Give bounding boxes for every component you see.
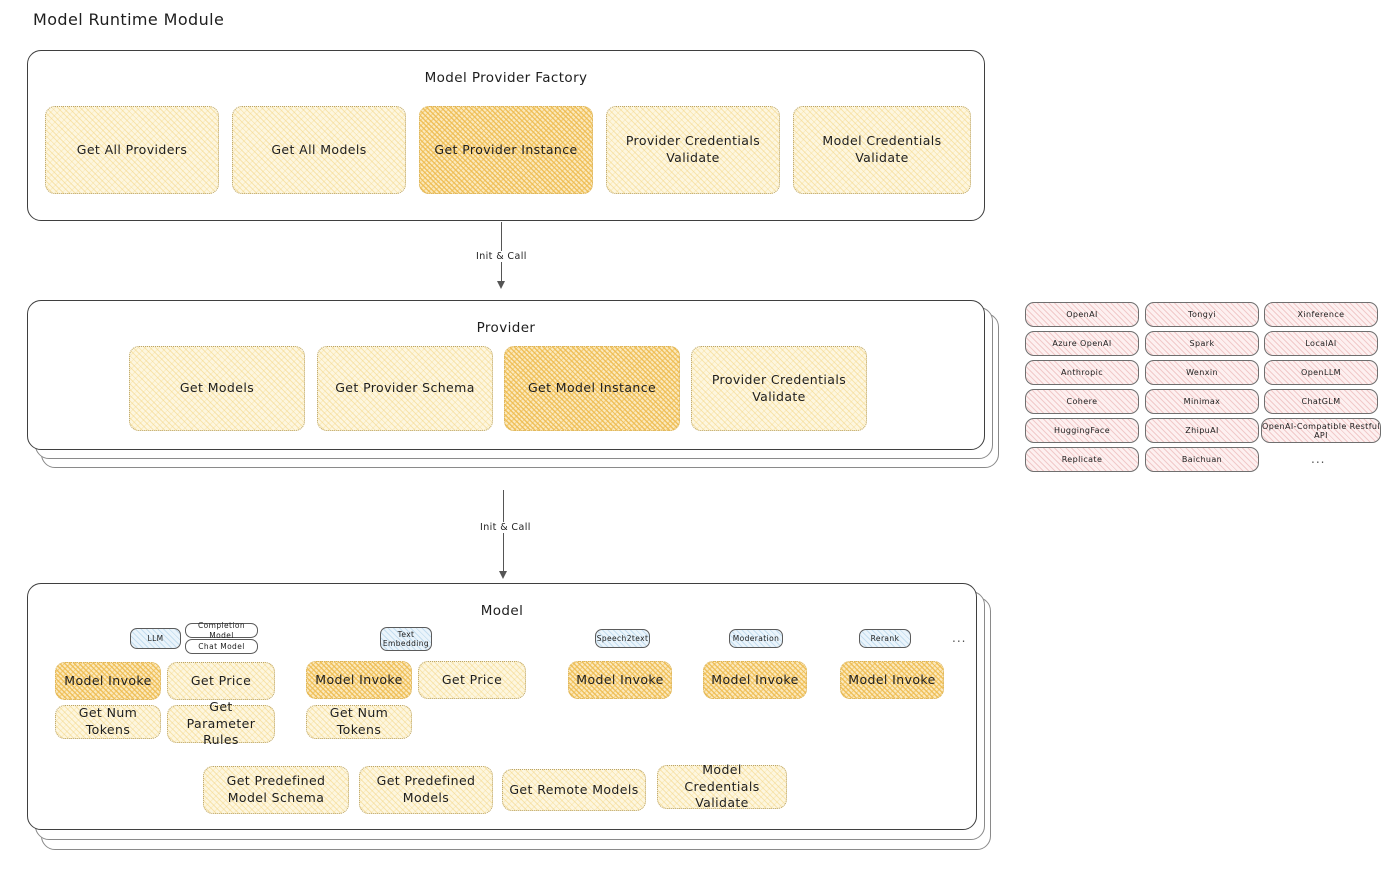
factory-node-provider-credentials-validate[interactable]: Provider Credentials Validate (606, 106, 780, 194)
llm-node-get-num-tokens[interactable]: Get Num Tokens (55, 705, 161, 739)
speech2text-node-model-invoke[interactable]: Model Invoke (568, 661, 672, 699)
model-node-get-remote-models[interactable]: Get Remote Models (502, 769, 646, 811)
text-embedding-node-get-num-tokens[interactable]: Get Num Tokens (306, 705, 412, 739)
provider-chip-chatglm[interactable]: ChatGLM (1264, 389, 1378, 414)
factory-node-get-all-providers[interactable]: Get All Providers (45, 106, 219, 194)
provider-chip-wenxin[interactable]: Wenxin (1145, 360, 1259, 385)
text-embedding-node-model-invoke[interactable]: Model Invoke (306, 661, 412, 699)
provider-chip-baichuan[interactable]: Baichuan (1145, 447, 1259, 472)
model-title: Model (480, 603, 524, 619)
page-title: Model Runtime Module (33, 10, 225, 29)
factory-node-get-all-models[interactable]: Get All Models (232, 106, 406, 194)
arrow-factory-to-provider-head (497, 281, 505, 289)
factory-node-model-credentials-validate[interactable]: Model Credentials Validate (793, 106, 971, 194)
moderation-node-model-invoke[interactable]: Model Invoke (703, 661, 807, 699)
model-node-get-predefined-model-schema[interactable]: Get Predefined Model Schema (203, 766, 349, 814)
rerank-node-model-invoke[interactable]: Model Invoke (840, 661, 944, 699)
arrow-provider-to-model-label: Init & Call (476, 522, 535, 533)
model-subtype-badge-completion-model[interactable]: Completion Model (185, 621, 258, 640)
factory-node-get-provider-instance[interactable]: Get Provider Instance (419, 106, 593, 194)
provider-chip-cohere[interactable]: Cohere (1025, 389, 1139, 414)
provider-title: Provider (476, 320, 536, 336)
provider-chip-localai[interactable]: LocalAI (1264, 331, 1378, 356)
provider-node-get-models[interactable]: Get Models (129, 346, 305, 431)
provider-node-get-provider-schema[interactable]: Get Provider Schema (317, 346, 493, 431)
provider-chip-tongyi[interactable]: Tongyi (1145, 302, 1259, 327)
llm-node-get-price[interactable]: Get Price (167, 662, 275, 700)
provider-chip-xinference[interactable]: Xinference (1264, 302, 1378, 327)
provider-node-provider-credentials-validate[interactable]: Provider Credentials Validate (691, 346, 867, 431)
model-type-badge-text-embedding[interactable]: Text Embedding (380, 627, 432, 651)
model-subtype-badge-chat-model[interactable]: Chat Model (185, 639, 258, 654)
provider-chip-minimax[interactable]: Minimax (1145, 389, 1259, 414)
model-type-badge-llm[interactable]: LLM (130, 628, 181, 649)
text-embedding-node-get-price[interactable]: Get Price (418, 661, 526, 699)
provider-chip-anthropic[interactable]: Anthropic (1025, 360, 1139, 385)
model-type-badge-speech2text[interactable]: Speech2text (595, 629, 650, 648)
provider-chip-azure-openai[interactable]: Azure OpenAI (1025, 331, 1139, 356)
model-node-get-predefined-models[interactable]: Get Predefined Models (359, 766, 493, 814)
arrow-factory-to-provider-label: Init & Call (472, 251, 531, 262)
provider-chip-replicate[interactable]: Replicate (1025, 447, 1139, 472)
provider-chip-openllm[interactable]: OpenLLM (1264, 360, 1378, 385)
provider-chip-openai[interactable]: OpenAI (1025, 302, 1139, 327)
model-types-more-ellipsis: ... (952, 631, 967, 645)
provider-chip-huggingface[interactable]: HuggingFace (1025, 418, 1139, 443)
provider-chip-zhipuai[interactable]: ZhipuAI (1145, 418, 1259, 443)
model-type-badge-moderation[interactable]: Moderation (729, 629, 783, 648)
model-type-badge-rerank[interactable]: Rerank (859, 629, 911, 648)
llm-node-model-invoke[interactable]: Model Invoke (55, 662, 161, 700)
provider-list-more-ellipsis: ... (1311, 452, 1326, 466)
factory-title: Model Provider Factory (424, 70, 588, 86)
model-node-model-credentials-validate[interactable]: Model Credentials Validate (657, 762, 787, 810)
provider-chip-spark[interactable]: Spark (1145, 331, 1259, 356)
provider-chip-openai-compatible-restful-api[interactable]: OpenAI-Compatible Restful API (1261, 418, 1381, 443)
arrow-provider-to-model-head (499, 571, 507, 579)
provider-node-get-model-instance[interactable]: Get Model Instance (504, 346, 680, 431)
llm-node-get-parameter-rules[interactable]: Get Parameter Rules (167, 699, 275, 747)
